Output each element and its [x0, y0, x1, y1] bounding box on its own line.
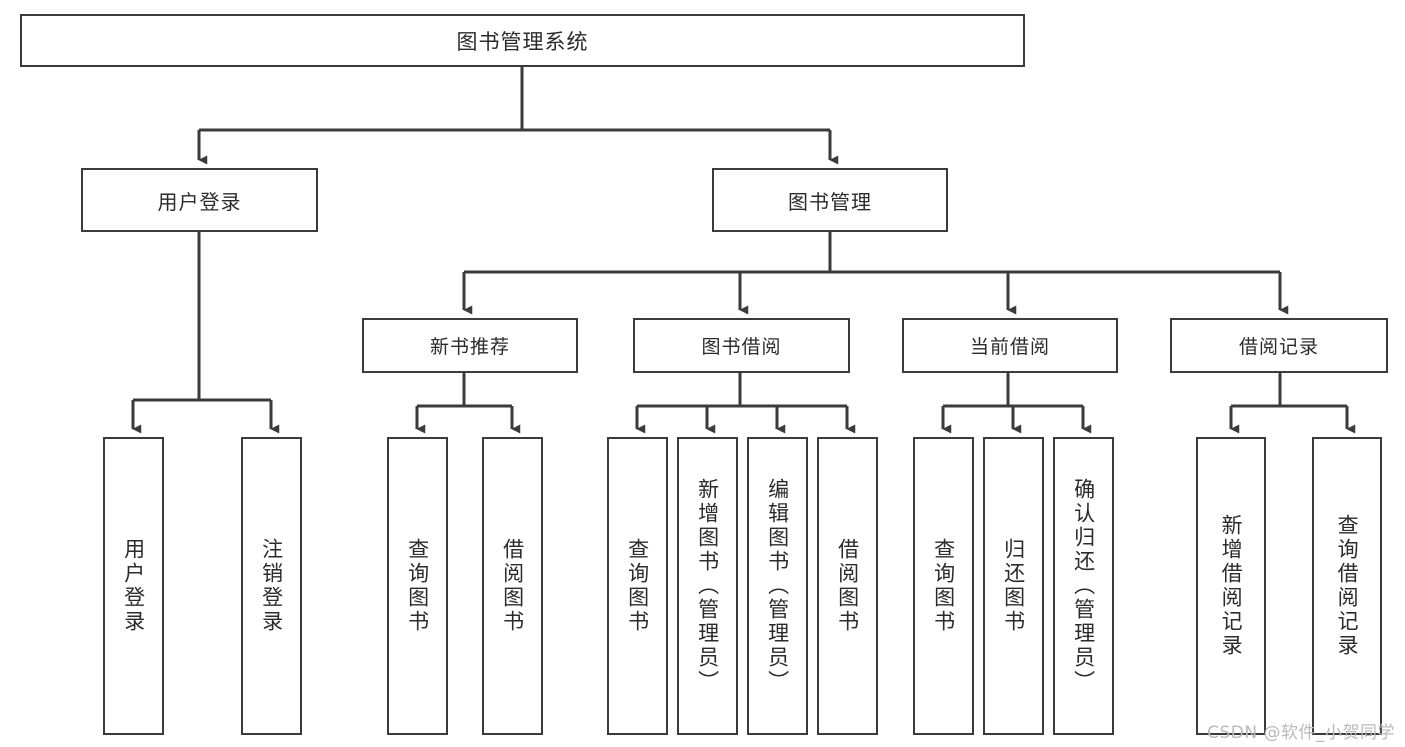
leaf-current-confirm-return[interactable]: 确认归还（管理员）: [1053, 437, 1114, 735]
leaf-new-book-query[interactable]: 查询图书: [387, 437, 448, 735]
leaf-borrow-edit-book[interactable]: 编辑图书（管理员）: [747, 437, 808, 735]
leaf-user-login[interactable]: 用户登录: [103, 437, 164, 735]
leaf-current-query-book[interactable]: 查询图书: [913, 437, 974, 735]
node-user-login[interactable]: 用户登录: [81, 168, 318, 232]
node-label: 借阅记录: [1238, 336, 1319, 358]
leaf-label: 用户登录: [121, 538, 146, 634]
leaf-label: 查询图书: [405, 538, 430, 634]
leaf-label: 借阅图书: [500, 538, 525, 634]
node-new-book-recommend[interactable]: 新书推荐: [362, 318, 578, 373]
leaf-record-add[interactable]: 新增借阅记录: [1196, 437, 1266, 735]
node-label: 图书管理系统: [456, 29, 589, 54]
leaf-label: 确认归还（管理员）: [1071, 478, 1096, 694]
node-book-borrow[interactable]: 图书借阅: [633, 318, 850, 373]
leaf-logout[interactable]: 注销登录: [241, 437, 302, 735]
leaf-borrow-query-book[interactable]: 查询图书: [607, 437, 668, 735]
leaf-label: 新增图书（管理员）: [695, 478, 720, 694]
leaf-record-query[interactable]: 查询借阅记录: [1312, 437, 1382, 735]
leaf-current-return-book[interactable]: 归还图书: [983, 437, 1044, 735]
leaf-borrow-borrow-book[interactable]: 借阅图书: [817, 437, 878, 735]
leaf-borrow-add-book[interactable]: 新增图书（管理员）: [677, 437, 738, 735]
node-borrow-record[interactable]: 借阅记录: [1170, 318, 1388, 373]
leaf-label: 注销登录: [259, 538, 284, 634]
leaf-new-book-borrow[interactable]: 借阅图书: [482, 437, 543, 735]
leaf-label: 归还图书: [1001, 538, 1026, 634]
leaf-label: 借阅图书: [835, 538, 860, 634]
leaf-label: 查询图书: [625, 538, 650, 634]
node-label: 新书推荐: [429, 336, 510, 358]
leaf-label: 新增借阅记录: [1219, 514, 1244, 658]
node-label: 图书借阅: [701, 336, 782, 358]
leaf-label: 查询借阅记录: [1335, 514, 1360, 658]
node-book-management[interactable]: 图书管理: [712, 168, 948, 232]
node-label: 图书管理: [788, 189, 872, 214]
leaf-label: 查询图书: [931, 538, 956, 634]
leaf-label: 编辑图书（管理员）: [765, 478, 790, 694]
node-label: 用户登录: [157, 189, 242, 214]
node-root-library-system[interactable]: 图书管理系统: [20, 14, 1025, 67]
node-current-borrow[interactable]: 当前借阅: [902, 318, 1118, 373]
node-label: 当前借阅: [969, 336, 1050, 358]
